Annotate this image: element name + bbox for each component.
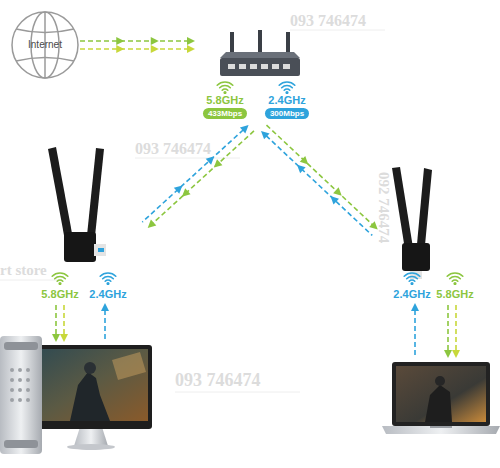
watermark: 093 746474 bbox=[175, 370, 261, 391]
usb-wifi-adapter: 5.8GHz2.4GHz bbox=[35, 140, 145, 310]
wifi-router: 5.8GHz 433Mbps 2.4GHz 300Mbps bbox=[195, 28, 320, 128]
band-label: 5.8GHz bbox=[35, 288, 85, 300]
arrow-head bbox=[151, 45, 159, 53]
watermark: 093 746474 bbox=[135, 140, 211, 158]
usb-adapter-right bbox=[392, 167, 463, 285]
dashed-signal-line bbox=[80, 40, 188, 42]
band-label: 5.8GHz bbox=[430, 288, 480, 300]
arrow-head bbox=[300, 156, 309, 164]
arrow-head bbox=[333, 187, 342, 195]
speed-badge: 433Mbps bbox=[203, 108, 247, 119]
signal-connector bbox=[80, 37, 195, 53]
dashed-signal-line bbox=[80, 48, 188, 50]
watermark: 092 746474 bbox=[375, 172, 392, 243]
arrow-head bbox=[148, 220, 157, 228]
speed-badge: 300Mbps bbox=[265, 108, 309, 119]
network-label: Internet bbox=[10, 39, 80, 51]
laptop-computer bbox=[382, 362, 500, 434]
watermark: 093 746474 bbox=[290, 12, 366, 30]
desktop-computer bbox=[0, 336, 152, 454]
router-icon bbox=[217, 30, 300, 94]
arrow-head bbox=[214, 159, 223, 167]
watermark-lines bbox=[0, 30, 385, 392]
arrow-head bbox=[187, 45, 195, 53]
arrow-head bbox=[116, 37, 124, 45]
arrow-head bbox=[174, 185, 183, 193]
arrow-head bbox=[297, 165, 306, 173]
arrow-head bbox=[151, 37, 159, 45]
band-label: 5.8GHz bbox=[197, 94, 253, 106]
band-label: 2.4GHz bbox=[83, 288, 133, 300]
internet-globe: Internet bbox=[10, 10, 80, 80]
band-label: 2.4GHz bbox=[387, 288, 437, 300]
arrow-head bbox=[240, 125, 249, 133]
signal-connector bbox=[261, 125, 378, 235]
arrow-head bbox=[330, 196, 339, 204]
dashed-signal-line bbox=[266, 136, 372, 236]
arrow-head bbox=[182, 188, 191, 196]
arrow-head bbox=[116, 45, 124, 53]
arrow-head bbox=[261, 131, 270, 139]
band-label: 2.4GHz bbox=[259, 94, 315, 106]
watermark: rt store bbox=[0, 262, 47, 279]
arrow-head bbox=[187, 37, 195, 45]
arrow-head bbox=[206, 156, 215, 164]
dashed-signal-line bbox=[266, 125, 372, 225]
usb-adapter-left bbox=[48, 147, 116, 285]
